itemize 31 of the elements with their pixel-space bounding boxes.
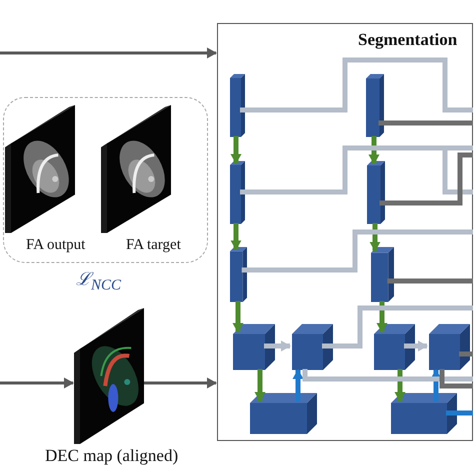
connection-line [459,352,473,356]
panel-title: Segmentation [358,30,458,50]
loss-label: ℒ$_{NCC}$ [76,268,122,295]
connection-line [240,58,473,112]
connection-line [322,306,473,348]
image-caption: FA output [26,237,86,254]
arrow [230,223,242,250]
arrow [264,340,291,352]
connection-line [446,410,473,416]
arrow [292,369,304,402]
connection-line [238,146,474,194]
arrow [430,369,442,402]
arrow [144,378,217,388]
image-caption: DEC map (aligned) [45,446,178,466]
arrow [232,301,244,333]
arrow [370,223,380,252]
connection-line [380,152,473,206]
arrow [368,136,380,164]
connection-line [242,230,473,272]
arrow [394,369,406,402]
network-panel [217,23,473,441]
connection-line [378,120,473,126]
arrow [404,340,428,352]
connection-line [387,278,473,284]
arrow [376,301,388,333]
arrow [0,378,74,388]
connection-line [302,369,473,382]
connection-line [440,369,473,388]
arrow [0,48,217,58]
arrow [230,136,242,164]
image-caption: FA target [126,237,181,254]
